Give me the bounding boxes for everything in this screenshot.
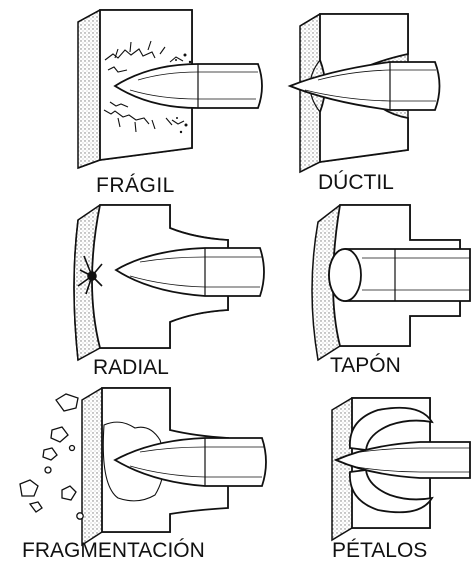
label-fragil: FRÁGIL — [96, 174, 175, 197]
panel-ductil: DÚCTIL — [290, 14, 440, 194]
panel-petalos: PÉTALOS — [332, 398, 470, 562]
label-petalos: PÉTALOS — [332, 539, 427, 562]
flying-fragments — [20, 394, 83, 519]
label-radial: RADIAL — [93, 356, 169, 379]
panel-tapon: TAPÓN — [312, 205, 470, 377]
plug-and-projectile-tapon — [329, 249, 470, 301]
panel-radial: RADIAL — [74, 205, 264, 379]
panel-fragmentacion: FRAGMENTACIÓN — [20, 388, 266, 562]
label-ductil: DÚCTIL — [318, 171, 394, 194]
label-fragmentacion: FRAGMENTACIÓN — [22, 539, 205, 562]
panel-fragil: FRÁGIL — [78, 10, 262, 197]
label-tapon: TAPÓN — [330, 354, 401, 377]
